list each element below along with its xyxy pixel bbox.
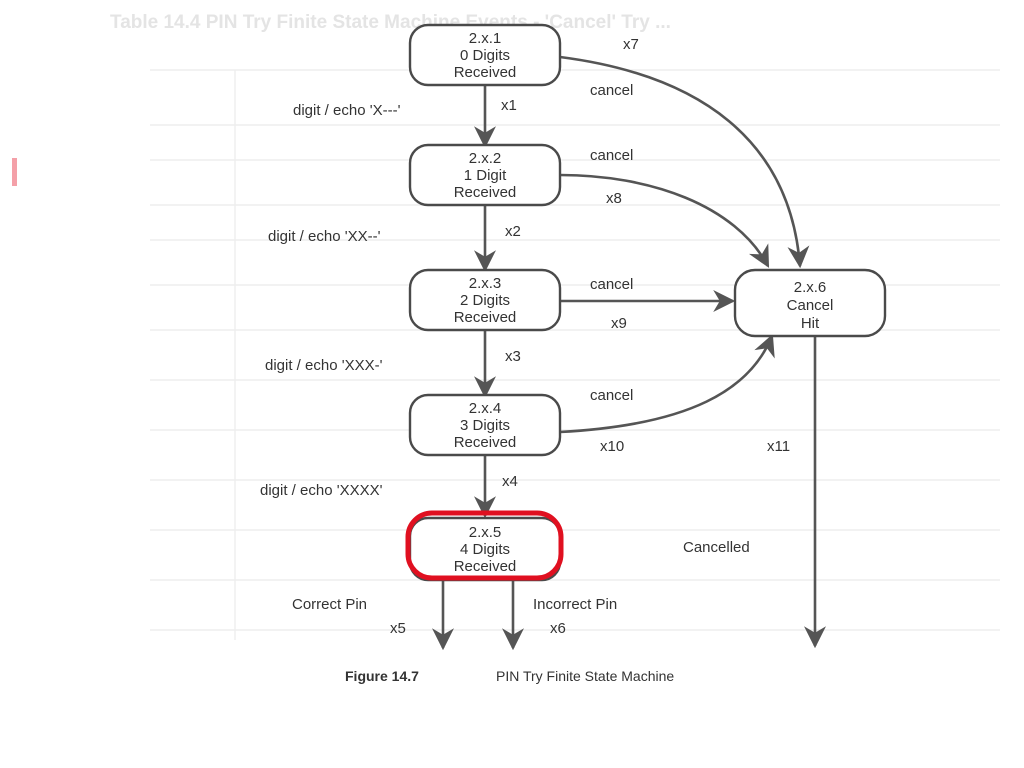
id-x5: x5 bbox=[390, 620, 406, 637]
event-x6: Incorrect Pin bbox=[533, 596, 617, 613]
state-2x1-name: 0 Digits bbox=[460, 47, 510, 64]
id-x8: x8 bbox=[606, 190, 622, 207]
state-2x1: 2.x.1 0 Digits Received bbox=[408, 23, 562, 87]
figure-number: Figure 14.7 bbox=[345, 668, 419, 684]
id-x3: x3 bbox=[505, 348, 521, 365]
event-x10: cancel bbox=[590, 387, 633, 404]
event-x5: Correct Pin bbox=[292, 596, 367, 613]
state-2x3-name: 2 Digits bbox=[460, 292, 510, 309]
highlight-ring bbox=[405, 510, 564, 581]
state-2x3-id: 2.x.3 bbox=[469, 275, 502, 292]
state-2x3: 2.x.3 2 Digits Received bbox=[408, 268, 562, 332]
id-x10: x10 bbox=[600, 438, 624, 455]
event-x9: cancel bbox=[590, 276, 633, 293]
state-2x5: 2.x.5 4 Digits Received bbox=[408, 516, 562, 582]
id-x6: x6 bbox=[550, 620, 566, 637]
state-2x2: 2.x.2 1 Digit Received bbox=[408, 143, 562, 207]
event-x11: Cancelled bbox=[683, 539, 750, 556]
edge-x10 bbox=[559, 333, 775, 434]
state-2x6: 2.x.6 Cancel Hit bbox=[733, 268, 887, 338]
left-edge-mark bbox=[12, 158, 17, 186]
faint-header-text: Table 14.4 PIN Try Finite State Machine … bbox=[110, 12, 671, 33]
state-2x2-name: 1 Digit bbox=[464, 167, 507, 184]
state-2x5-status: Received bbox=[454, 558, 517, 575]
state-2x4-status: Received bbox=[454, 434, 517, 451]
state-2x6-status: Hit bbox=[801, 315, 820, 332]
event-x3: digit / echo 'XXX-' bbox=[265, 357, 383, 374]
event-x4: digit / echo 'XXXX' bbox=[260, 482, 383, 499]
faint-table-lines bbox=[150, 69, 1000, 640]
id-x7: x7 bbox=[623, 36, 639, 53]
state-2x6-id: 2.x.6 bbox=[794, 279, 827, 296]
state-2x3-status: Received bbox=[454, 309, 517, 326]
figure-title: PIN Try Finite State Machine bbox=[496, 668, 674, 684]
state-2x4-id: 2.x.4 bbox=[469, 400, 502, 417]
id-x9: x9 bbox=[611, 315, 627, 332]
id-x1: x1 bbox=[501, 97, 517, 114]
id-x4: x4 bbox=[502, 473, 518, 490]
state-2x1-status: Received bbox=[454, 64, 517, 81]
edge-x7 bbox=[559, 55, 810, 269]
state-2x5-id: 2.x.5 bbox=[469, 524, 502, 541]
state-2x5-name: 4 Digits bbox=[460, 541, 510, 558]
event-x7: cancel bbox=[590, 82, 633, 99]
event-x1: digit / echo 'X---' bbox=[293, 102, 401, 119]
state-2x6-name: Cancel bbox=[787, 297, 834, 314]
event-x8: cancel bbox=[590, 147, 633, 164]
state-2x1-id: 2.x.1 bbox=[469, 30, 502, 47]
id-x11: x11 bbox=[767, 438, 790, 455]
state-2x4-name: 3 Digits bbox=[460, 417, 510, 434]
edge-x8 bbox=[559, 173, 770, 268]
event-x2: digit / echo 'XX--' bbox=[268, 228, 381, 245]
state-2x4: 2.x.4 3 Digits Received bbox=[408, 393, 562, 457]
state-2x2-id: 2.x.2 bbox=[469, 150, 502, 167]
state-2x2-status: Received bbox=[454, 184, 517, 201]
id-x2: x2 bbox=[505, 223, 521, 240]
